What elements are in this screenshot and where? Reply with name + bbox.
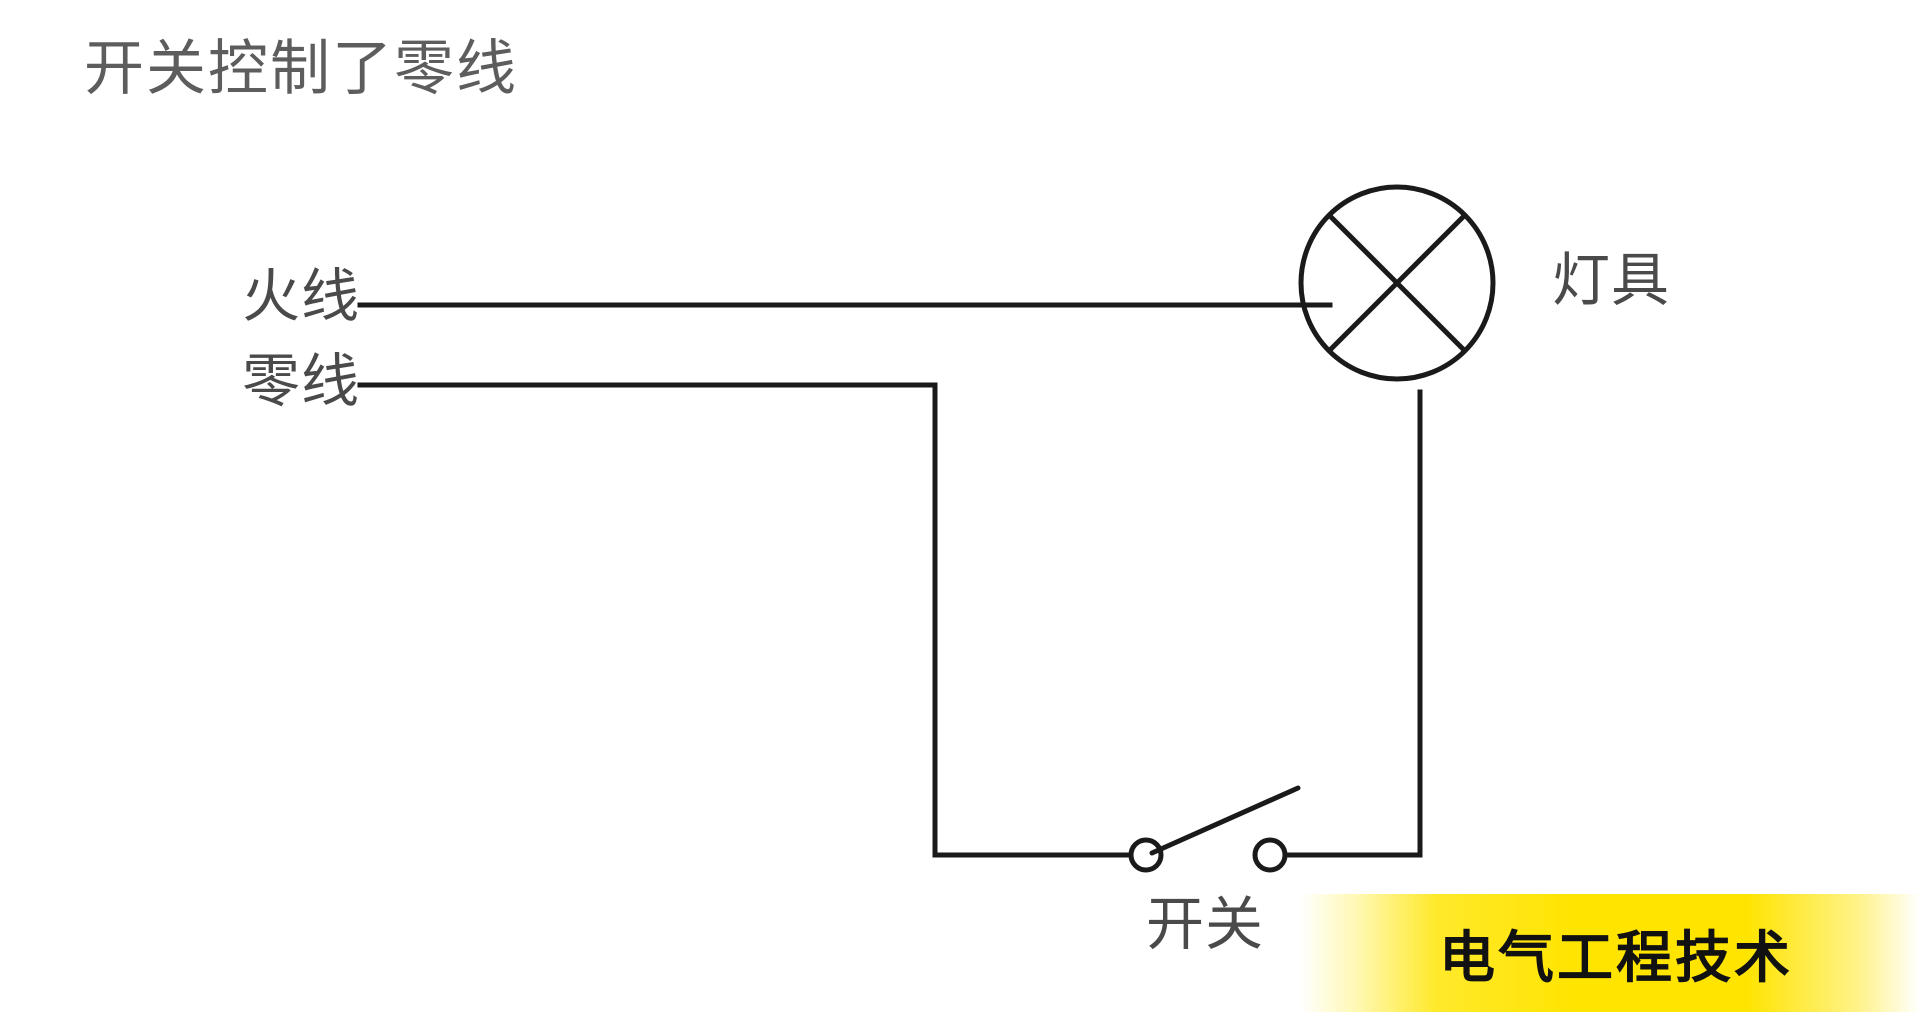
- neutral-wire-line: [357, 382, 1135, 858]
- live-wire-label: 火线: [242, 264, 361, 329]
- neutral-wire-label: 零线: [242, 349, 361, 414]
- switch-symbol: [1128, 785, 1301, 873]
- switch-blade: [1149, 785, 1301, 856]
- lamp-label: 灯具: [1552, 248, 1671, 313]
- switch-label: 开关: [1146, 892, 1265, 957]
- watermark-banner: 电气工程技术: [1300, 894, 1920, 1012]
- page-title: 开关控制了零线: [84, 35, 518, 102]
- lamp-symbol: [1298, 184, 1496, 382]
- switch-terminal-left: [1128, 837, 1164, 873]
- switch-terminal-right: [1252, 837, 1288, 873]
- watermark-text: 电气工程技术: [1439, 925, 1793, 989]
